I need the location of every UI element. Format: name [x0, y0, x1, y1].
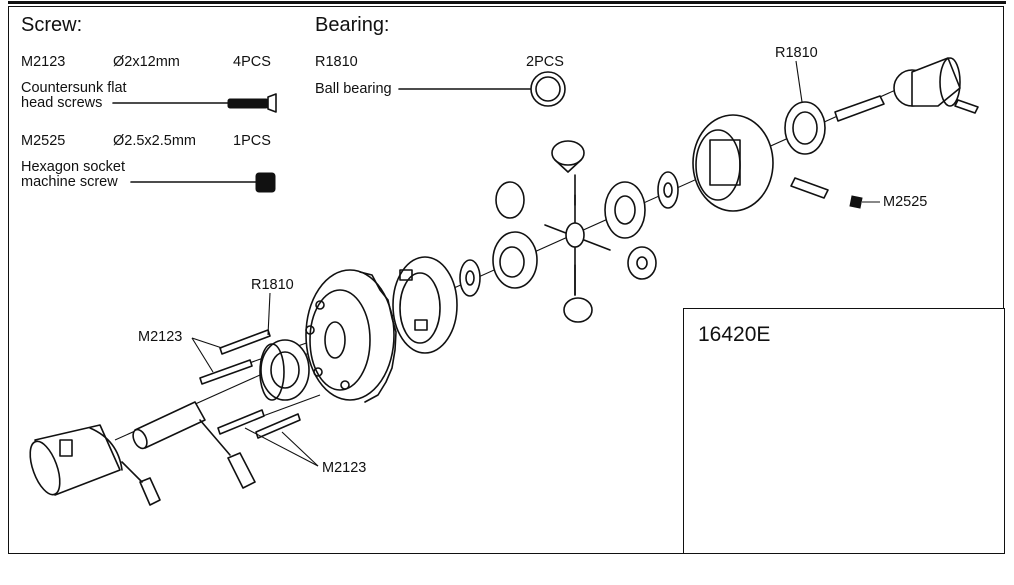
callout-r1810-top: R1810 — [775, 45, 818, 61]
diff-case-half — [392, 256, 458, 354]
washer-left — [459, 259, 481, 297]
left-set-screw — [121, 461, 161, 506]
side-gear-left — [492, 231, 538, 289]
ball-bearing-icon — [398, 71, 566, 107]
callout-leaders — [191, 60, 880, 467]
countersunk-screw-icon — [112, 93, 277, 113]
screw-1-desc-line2: head screws — [21, 95, 103, 111]
assembly-part-number: 16420E — [698, 323, 771, 346]
ring-gear — [305, 269, 397, 403]
cross-shaft — [544, 174, 611, 296]
screw-1-qty: 4PCS — [233, 54, 271, 70]
diagram-frame — [8, 6, 1004, 554]
screw-2-desc-line2: machine screw — [21, 174, 118, 190]
bearing-code: R1810 — [315, 54, 358, 70]
right-outdrive-cup — [893, 57, 961, 107]
screw-2-qty: 1PCS — [233, 133, 271, 149]
assembled-view-inset — [683, 308, 1005, 554]
diff-case-right — [692, 114, 774, 212]
left-bearing-r1810 — [259, 339, 310, 401]
bearing-heading: Bearing: — [315, 14, 390, 36]
bearing-qty: 2PCS — [526, 54, 564, 70]
left-pin — [132, 401, 206, 450]
spider-gear-right — [627, 246, 657, 280]
right-pin — [834, 95, 885, 122]
spider-gear-left — [495, 181, 525, 219]
left-outdrive-cup — [29, 424, 123, 496]
screw-1-code: M2123 — [21, 54, 66, 70]
top-rule — [8, 1, 1006, 4]
spider-gear-bottom — [563, 297, 593, 323]
screw-2-code: M2525 — [21, 133, 66, 149]
m2525-screw — [790, 177, 863, 209]
callout-m2123-left: M2123 — [138, 329, 183, 345]
screw-2-size: Ø2.5x2.5mm — [113, 133, 196, 149]
hex-socket-screw-icon — [130, 172, 276, 193]
callout-m2123-bottom: M2123 — [322, 460, 367, 476]
right-set-screw — [954, 99, 979, 114]
screw-heading: Screw: — [21, 14, 83, 36]
lower-pin — [199, 419, 256, 489]
screw-1-desc-line1: Countersunk flat — [21, 80, 127, 96]
callout-r1810-left: R1810 — [251, 277, 294, 293]
side-gear-right — [604, 181, 646, 239]
spider-gear-top — [551, 140, 585, 173]
callout-m2525: M2525 — [883, 194, 928, 210]
right-bearing-r1810 — [784, 101, 826, 155]
washer-right — [657, 171, 679, 209]
screw-2-desc-line1: Hexagon socket — [21, 159, 125, 175]
m2123-screws — [199, 329, 301, 439]
bearing-desc: Ball bearing — [315, 81, 392, 97]
screw-1-size: Ø2x12mm — [113, 54, 180, 70]
